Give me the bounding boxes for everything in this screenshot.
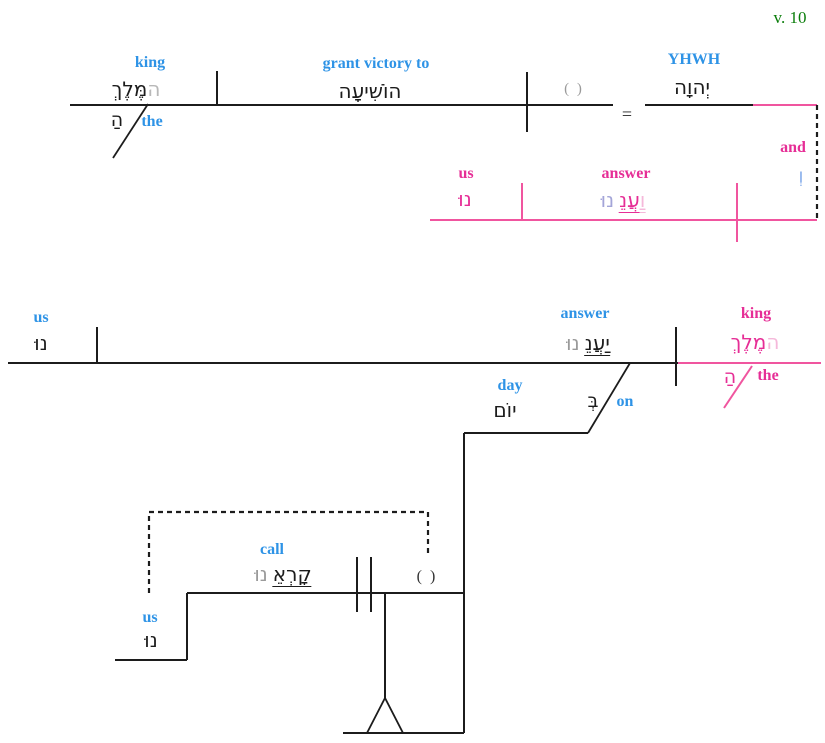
article-gloss: the xyxy=(141,113,163,130)
answer-hebrew-conj: וַ xyxy=(639,188,646,213)
king-hebrew-article: ה xyxy=(147,77,161,101)
answer-hebrew-suffix: נוּ xyxy=(600,188,615,212)
article-hebrew: הַ xyxy=(110,109,124,131)
answer-hebrew-stem-2: יַעֲנֵ xyxy=(584,331,610,356)
on-gloss: on xyxy=(616,393,634,410)
answer-gloss-pink: answer xyxy=(601,165,651,182)
call-hebrew: קָרְאֵ נוּ xyxy=(254,562,312,587)
answer-hebrew-2: יַעֲנֵ נוּ xyxy=(566,331,610,356)
elided-object-2: ( ) xyxy=(416,568,438,585)
king-hebrew-noun-2: מֶלֶךְ xyxy=(730,330,767,354)
us-gloss-call: us xyxy=(142,609,158,626)
day-gloss: day xyxy=(497,377,523,394)
king-hebrew-noun: מֶּלֶךְ xyxy=(111,77,148,101)
king-hebrew: המֶּלֶךְ xyxy=(112,77,161,101)
answer-gloss-2: answer xyxy=(560,305,610,322)
elided-object-1: ( ) xyxy=(564,81,584,97)
clause3-article-slash xyxy=(723,365,753,409)
call-hebrew-suffix: נוּ xyxy=(254,562,268,586)
answer-hebrew-suffix-2: נוּ xyxy=(566,331,580,355)
answer-hebrew-stem: עֲנֵ xyxy=(619,188,640,213)
king-hebrew-article-2: ה xyxy=(766,330,780,354)
grant-victory-hebrew: הוֹשִׁיעָה xyxy=(338,79,402,103)
answer-hebrew-pink: וַעֲנֵ נוּ xyxy=(600,188,646,213)
us-gloss-pink: us xyxy=(458,165,474,182)
prep-slash xyxy=(587,362,631,434)
king-gloss-2: king xyxy=(740,305,772,322)
us-hebrew-2: נוּ xyxy=(34,331,48,355)
and-gloss: and xyxy=(780,139,806,156)
verse-label: v. 10 xyxy=(773,8,807,27)
pedestal-triangle xyxy=(365,696,405,734)
call-gloss: call xyxy=(260,541,284,558)
yhwh-hebrew: יְהוָה xyxy=(673,75,711,99)
antecedent-connector-dashed xyxy=(147,510,430,593)
us-hebrew-call: נוּ xyxy=(144,628,158,652)
day-hebrew: יוֹם xyxy=(493,398,517,422)
clause1-article-slash xyxy=(112,103,149,159)
on-hebrew: בְּ xyxy=(587,390,599,412)
article-hebrew-2: הַ xyxy=(723,366,737,388)
king-gloss: king xyxy=(134,54,166,71)
us-hebrew-pink: נוּ xyxy=(458,187,472,211)
article-gloss-2: the xyxy=(757,367,779,384)
king-hebrew-2: המֶלֶךְ xyxy=(731,330,780,354)
call-hebrew-stem: קָרְאֵ xyxy=(272,562,312,587)
us-gloss-2: us xyxy=(33,309,49,326)
yhwh-gloss: YHWH xyxy=(667,51,721,68)
grant-victory-gloss: grant victory to xyxy=(322,55,430,72)
equals-sign: = xyxy=(621,104,633,124)
and-hebrew: וְ xyxy=(798,165,804,187)
